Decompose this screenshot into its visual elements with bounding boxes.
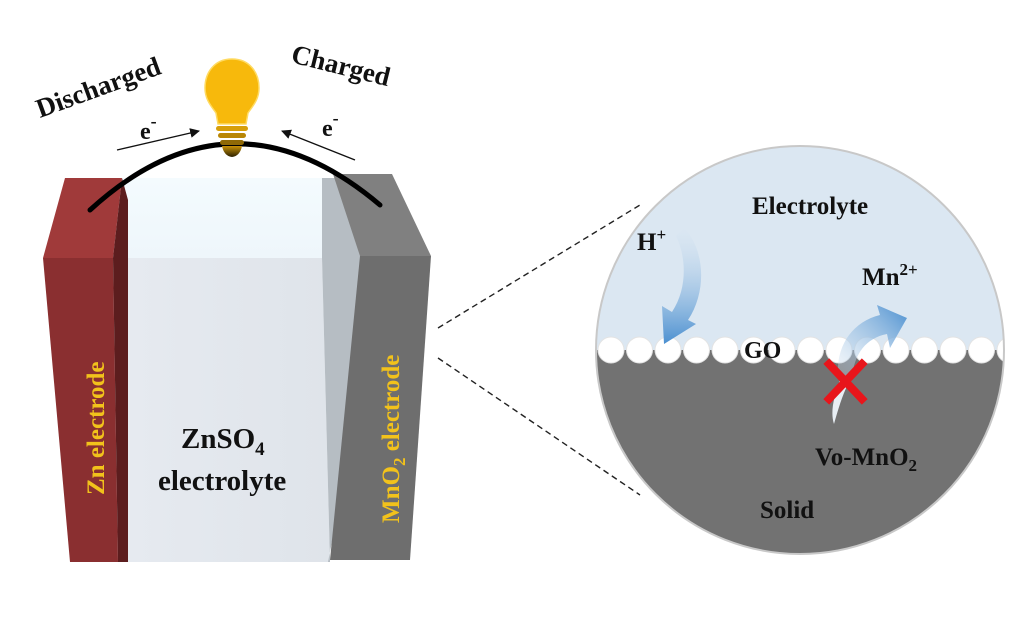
zn-electrode (43, 178, 128, 562)
zn-electrode-front (43, 258, 118, 562)
charged-label: Charged (289, 39, 394, 92)
cathode-label-subscript: 2 (909, 456, 918, 475)
go-particle (939, 336, 967, 364)
electron-left-label: e- (140, 111, 157, 145)
go-particle (968, 336, 995, 364)
mn-ion-label: Mn2+ (862, 260, 918, 291)
zoom-solid-region (596, 350, 1004, 554)
zn-electrode-label: Zn electrode (83, 361, 110, 495)
mn-ion-arrow-icon (837, 305, 907, 378)
zoom-circle-border (595, 145, 1005, 555)
proton-label: H+ (637, 225, 666, 256)
electrolyte-container (113, 178, 365, 562)
mn-ion-charge: 2+ (900, 260, 918, 279)
proton-symbol: H (637, 229, 657, 256)
electrolyte-formula-subscript: 4 (255, 439, 265, 460)
mno2-electrode-label: MnO2 electrode (378, 355, 409, 523)
electrolyte-front-face (126, 258, 330, 562)
electron-left-symbol: e (140, 119, 151, 145)
solid-label: Solid (760, 497, 814, 524)
go-layer (597, 336, 1004, 364)
go-particle (626, 336, 653, 364)
go-particle (740, 336, 767, 364)
mno2-electrode-front (330, 256, 431, 560)
zoom-guide-lower (437, 357, 641, 496)
light-bulb-icon (204, 58, 260, 157)
go-particle (597, 336, 625, 364)
mno2-electrode (330, 174, 431, 560)
discharged-label: Discharged (32, 51, 165, 124)
mno2-electrode-top (333, 174, 431, 256)
go-particle (911, 336, 938, 364)
go-particle (996, 336, 1004, 364)
mno2-electrode-suffix: electrode (378, 355, 405, 458)
electron-right-symbol: e (322, 116, 333, 142)
electrolyte-label: electrolyte (158, 465, 286, 497)
proton-charge: + (656, 225, 666, 244)
mno2-electrode-prefix: MnO (378, 466, 405, 523)
blocked-cross-icon (823, 358, 868, 405)
go-particle (797, 336, 824, 364)
electron-right-charge: - (333, 108, 339, 128)
cathode-label-prefix: Vo-MnO (815, 444, 909, 471)
go-particle (882, 336, 910, 364)
electron-right-label: e- (322, 108, 339, 142)
mno2-electrode-subscript: 2 (390, 458, 409, 467)
proton-arrow-icon (662, 228, 702, 344)
mn-ion-symbol: Mn (862, 264, 900, 291)
zoom-electrolyte-label: Electrolyte (752, 193, 868, 220)
go-particle (768, 336, 796, 364)
zn-electrode-side (113, 178, 128, 562)
electrolyte-formula-main: ZnSO (181, 423, 255, 455)
go-label: GO (744, 338, 781, 364)
go-particle (711, 336, 739, 364)
discharge-electron-arrow (116, 128, 200, 151)
cathode-label: Vo-MnO2 (815, 444, 917, 475)
electron-left-charge: - (151, 111, 157, 131)
electrolyte-top-face (113, 178, 360, 258)
electrolyte-formula: ZnSO4 (181, 423, 265, 460)
electrolyte-side-face (322, 178, 365, 562)
charge-electron-arrow (281, 129, 356, 161)
go-particle (683, 336, 710, 364)
